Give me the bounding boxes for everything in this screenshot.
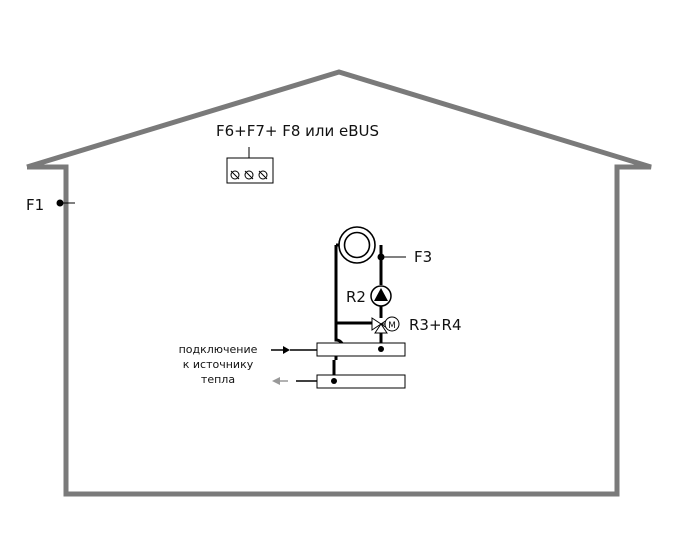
- thermostat-icon: [258, 170, 268, 180]
- motor-icon: M: [381, 316, 400, 332]
- thermostat-icon: [230, 170, 240, 180]
- heat-source-label-line2: к источнику: [183, 358, 254, 371]
- label-f1: F1: [26, 196, 44, 214]
- heat-source-label-line1: подключение: [179, 343, 258, 356]
- heat-source-label-line3: тепла: [201, 373, 235, 386]
- flow-sensor-f3: [377, 253, 406, 261]
- label-r3-r4: R3+R4: [409, 316, 462, 334]
- label-r2: R2: [346, 288, 366, 306]
- remote-control-unit: [226, 147, 274, 184]
- label-f3: F3: [414, 248, 432, 266]
- return-manifold: [316, 374, 406, 389]
- pipe-network: [332, 243, 383, 376]
- supply-manifold: [316, 342, 406, 357]
- label-remote-sensors: F6+F7+ F8 или eBUS: [216, 122, 379, 140]
- motor-label: M: [388, 321, 396, 331]
- house-outline: [26, 69, 652, 497]
- thermostat-icon: [244, 170, 254, 180]
- pump-icon: [370, 285, 392, 307]
- outdoor-sensor-f1: [56, 199, 75, 207]
- supply-arrow-icon: [271, 346, 317, 354]
- return-arrow-icon: [272, 377, 317, 385]
- radiator-icon: [338, 226, 376, 264]
